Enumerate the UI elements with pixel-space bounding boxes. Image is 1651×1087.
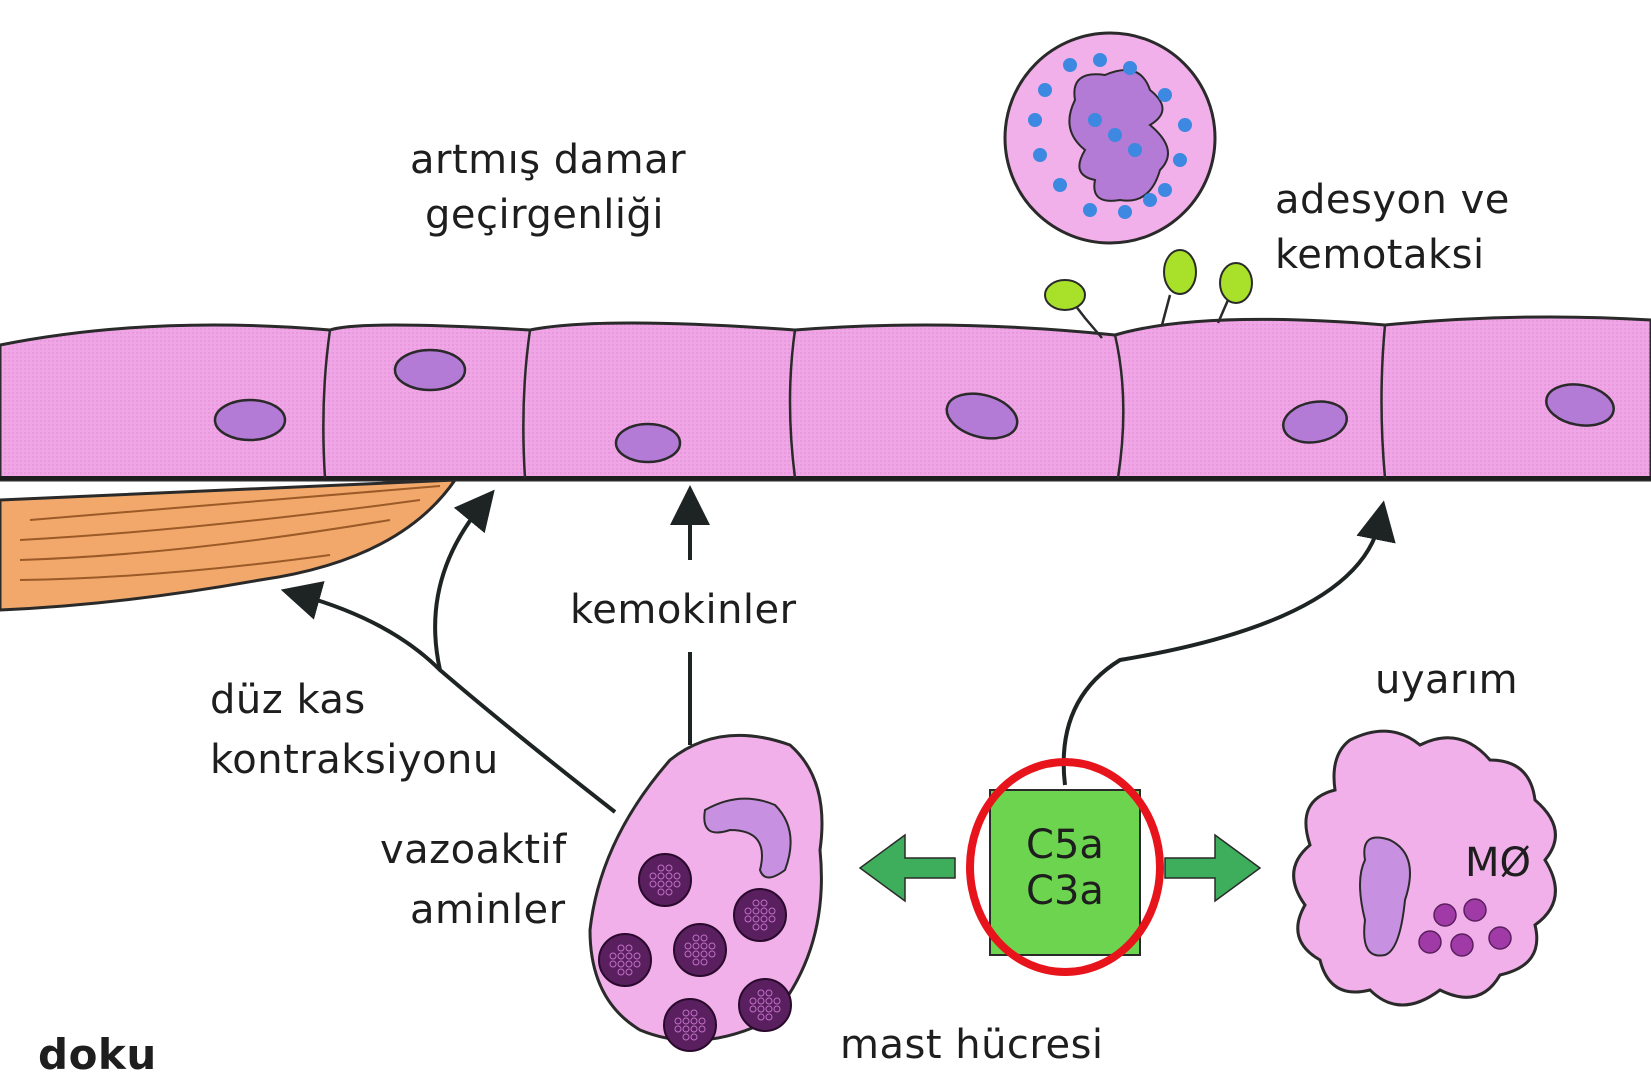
mast-cell-granule (599, 934, 651, 986)
stimulation-label: uyarım (1375, 655, 1518, 705)
neutrophil-granule (1093, 53, 1107, 67)
mast-cell-granule (674, 924, 726, 976)
vasoactive-label-line2: aminler (410, 885, 566, 935)
neutrophil-granule (1173, 153, 1187, 167)
neutrophil-granule (1123, 61, 1137, 75)
adhesion-label-line1: adesyon ve (1275, 175, 1510, 225)
neutrophil-granule (1108, 128, 1122, 142)
endothelial-layer (0, 317, 1651, 480)
complement-c3a-label: C3a (990, 868, 1140, 914)
green-arrow-to-macrophage (1165, 835, 1260, 901)
permeability-label-line1: artmış damar (410, 135, 686, 185)
arrow-vasoactive-muscle (300, 595, 440, 670)
mast-cell-granule (739, 979, 791, 1031)
green-arrow-to-mast-cell (860, 835, 955, 901)
nucleus (215, 400, 285, 440)
mast-cell-granule (639, 854, 691, 906)
tissue-label: doku (38, 1030, 157, 1080)
nucleus (395, 350, 465, 390)
vasoactive-label-line1: vazoaktif (380, 825, 567, 875)
mast-cell-label: mast hücresi (840, 1020, 1104, 1070)
neutrophil-granule (1158, 183, 1172, 197)
mast-cell-granule (734, 889, 786, 941)
nucleus (616, 424, 680, 462)
neutrophil-granule (1158, 88, 1172, 102)
smooth-muscle-label-line1: düz kas (210, 675, 366, 725)
complement-c5a-label: C5a (990, 822, 1140, 868)
smooth-muscle-bundle (0, 480, 455, 610)
smooth-muscle-label-line2: kontraksiyonu (210, 735, 499, 785)
neutrophil-granule (1033, 148, 1047, 162)
neutrophil-granule (1178, 118, 1192, 132)
permeability-label-line2: geçirgenliği (425, 190, 664, 240)
neutrophil-granule (1028, 113, 1042, 127)
chemokines-label: kemokinler (570, 585, 797, 635)
neutrophil-granule (1063, 58, 1077, 72)
macrophage-label: MØ (1465, 840, 1531, 886)
neutrophil-granule (1053, 178, 1067, 192)
neutrophil-granule (1038, 83, 1052, 97)
arrow-c5a-adhesion (1064, 520, 1380, 785)
adhesion-label-line2: kemotaksi (1275, 230, 1485, 280)
neutrophil-granule (1083, 203, 1097, 217)
neutrophil-granule (1143, 193, 1157, 207)
neutrophil-granule (1128, 143, 1142, 157)
neutrophil-granule (1118, 205, 1132, 219)
neutrophil-granule (1088, 113, 1102, 127)
mast-cell-granule (664, 999, 716, 1051)
